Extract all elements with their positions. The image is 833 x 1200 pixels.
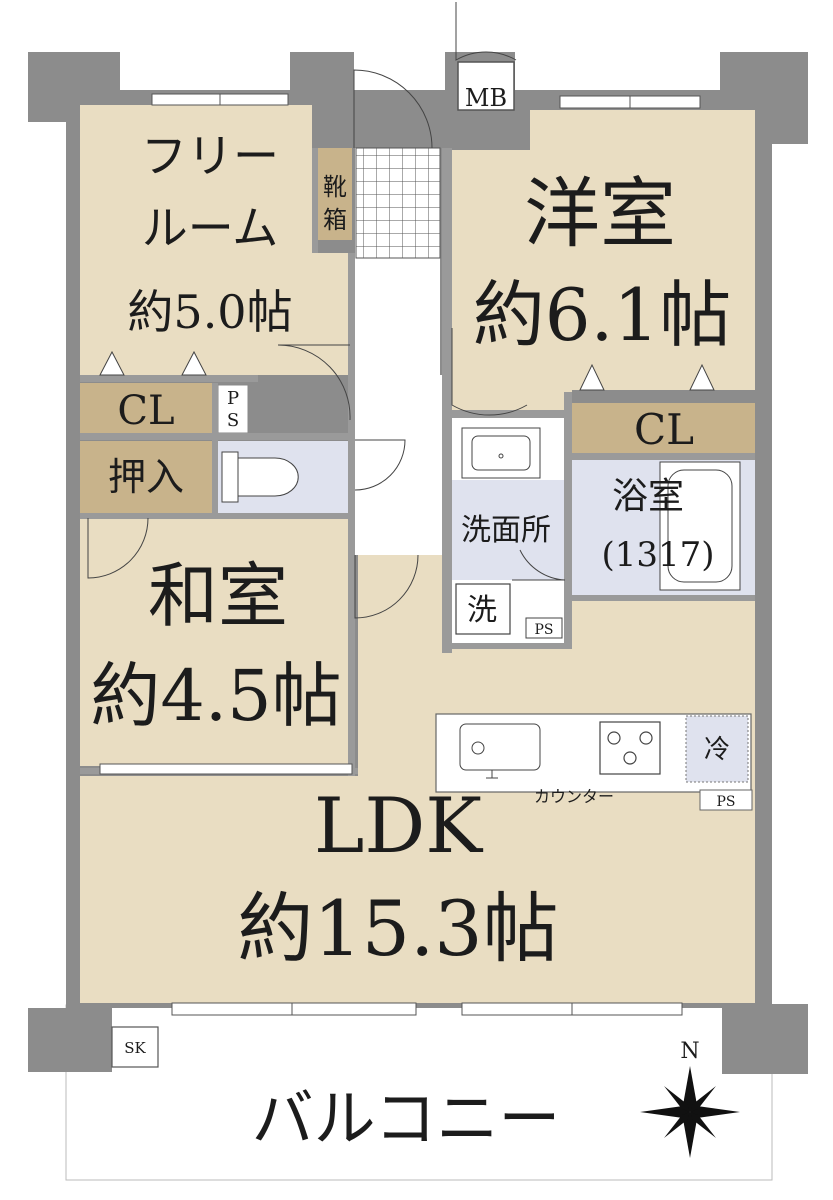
ps-shaft xyxy=(217,384,249,434)
wall-column xyxy=(722,1004,808,1074)
japanese-room-size: 約4.5帖 xyxy=(90,655,341,737)
counter-label: カウンター xyxy=(534,787,614,806)
bath-label: 浴室 xyxy=(612,476,684,517)
free-room-floor xyxy=(80,105,350,375)
washroom-label: 洗面所 xyxy=(461,513,551,548)
sink-icon xyxy=(461,427,541,479)
ldk-size: 約15.3帖 xyxy=(237,884,558,973)
closet-right-label: CL xyxy=(634,405,694,454)
bath-size-label: (1317) xyxy=(601,535,714,575)
hall-upper xyxy=(350,375,442,555)
compass-icon xyxy=(640,1066,740,1158)
entrance-tiles xyxy=(355,147,441,259)
shoebox-label-1: 靴 xyxy=(323,173,347,201)
free-room-name-line1: フリー xyxy=(141,129,279,183)
washer-label: 洗 xyxy=(467,593,497,628)
windows xyxy=(99,93,701,1016)
free-room-name-line2: ルーム xyxy=(142,201,279,255)
ldk-name: LDK xyxy=(314,781,483,870)
ldk-floor xyxy=(80,552,755,1003)
balcony-area xyxy=(65,1004,773,1181)
western-room-name: 洋室 xyxy=(524,169,676,258)
oshiire-closet xyxy=(80,441,212,513)
washer-pan xyxy=(455,583,511,635)
stove-icon xyxy=(599,721,661,775)
bathtub-icon xyxy=(659,461,741,591)
japanese-room-name: 和室 xyxy=(148,555,288,637)
closet-left-label: CL xyxy=(117,388,174,434)
oshiire-label: 押入 xyxy=(108,455,184,499)
door-swing-icon xyxy=(87,2,566,619)
free-room-size: 約5.0帖 xyxy=(127,285,292,339)
sk-label: SK xyxy=(124,1039,146,1057)
ps-wash-label: PS xyxy=(534,622,553,638)
north-label: N xyxy=(680,1039,699,1064)
closet-markers xyxy=(99,350,715,391)
western-room-floor xyxy=(452,110,755,410)
toilet-icon xyxy=(221,451,299,503)
fridge-space xyxy=(685,715,749,783)
meter-box-label: MB xyxy=(465,84,507,112)
shoe-cabinet xyxy=(318,148,352,240)
japanese-room-floor xyxy=(80,518,348,766)
fridge-label: 冷 xyxy=(704,735,730,765)
closet-left xyxy=(80,383,212,433)
balcony-label: バルコニー xyxy=(252,1082,561,1155)
kitchen-sink-icon xyxy=(459,723,541,779)
western-room-size: 約6.1帖 xyxy=(473,273,732,357)
kitchen-ps xyxy=(699,789,753,811)
ps-top-label-2: S xyxy=(227,410,239,431)
ps-top-label-1: P xyxy=(227,388,239,409)
ps-wash-box xyxy=(525,617,563,639)
wall-column xyxy=(28,1008,112,1072)
ps-kitchen-label: PS xyxy=(716,794,735,810)
washroom-mat xyxy=(452,480,564,580)
closet-right xyxy=(572,403,755,453)
shoebox-label-2: 箱 xyxy=(323,206,347,234)
sk-box xyxy=(111,1026,159,1068)
meter-box xyxy=(457,61,515,111)
